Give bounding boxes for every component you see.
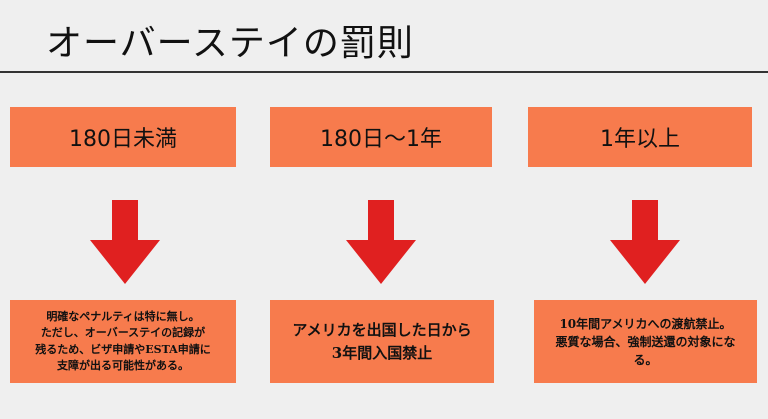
penalty-line: 明確なペナルティは特に無し。	[46, 309, 200, 323]
penalty-180-days-to-1-year: アメリカを出国した日から 3年間入国禁止	[270, 300, 494, 383]
penalty-line: る。	[633, 352, 658, 367]
penalty-line: 悪質な場合、強制送還の対象にな	[555, 334, 736, 349]
heading-under-180-days: 180日未満	[10, 107, 236, 167]
penalty-over-1-year: 10年間アメリカへの渡航禁止。 悪質な場合、強制送還の対象にな る。	[534, 300, 757, 383]
down-arrow-icon	[346, 200, 416, 284]
penalty-line: アメリカを出国した日から	[292, 321, 472, 339]
page-title: オーバーステイの罰則	[46, 23, 414, 64]
penalty-under-180-days: 明確なペナルティは特に無し。 ただし、オーバーステイの記録が 残るため、ビザ申請…	[10, 300, 236, 383]
penalty-line: 残るため、ビザ申請やESTA申請に	[35, 342, 211, 356]
heading-over-1-year: 1年以上	[528, 107, 752, 167]
heading-180-days-to-1-year: 180日〜1年	[270, 107, 492, 167]
penalty-line: 支障が出る可能性がある。	[56, 359, 189, 372]
down-arrow-icon	[90, 200, 160, 284]
penalty-line: 3年間入国禁止	[331, 343, 433, 362]
divider	[0, 71, 768, 73]
penalty-line: 10年間アメリカへの渡航禁止。	[559, 316, 732, 331]
penalty-line: ただし、オーバーステイの記録が	[40, 326, 206, 339]
down-arrow-icon	[610, 200, 680, 284]
